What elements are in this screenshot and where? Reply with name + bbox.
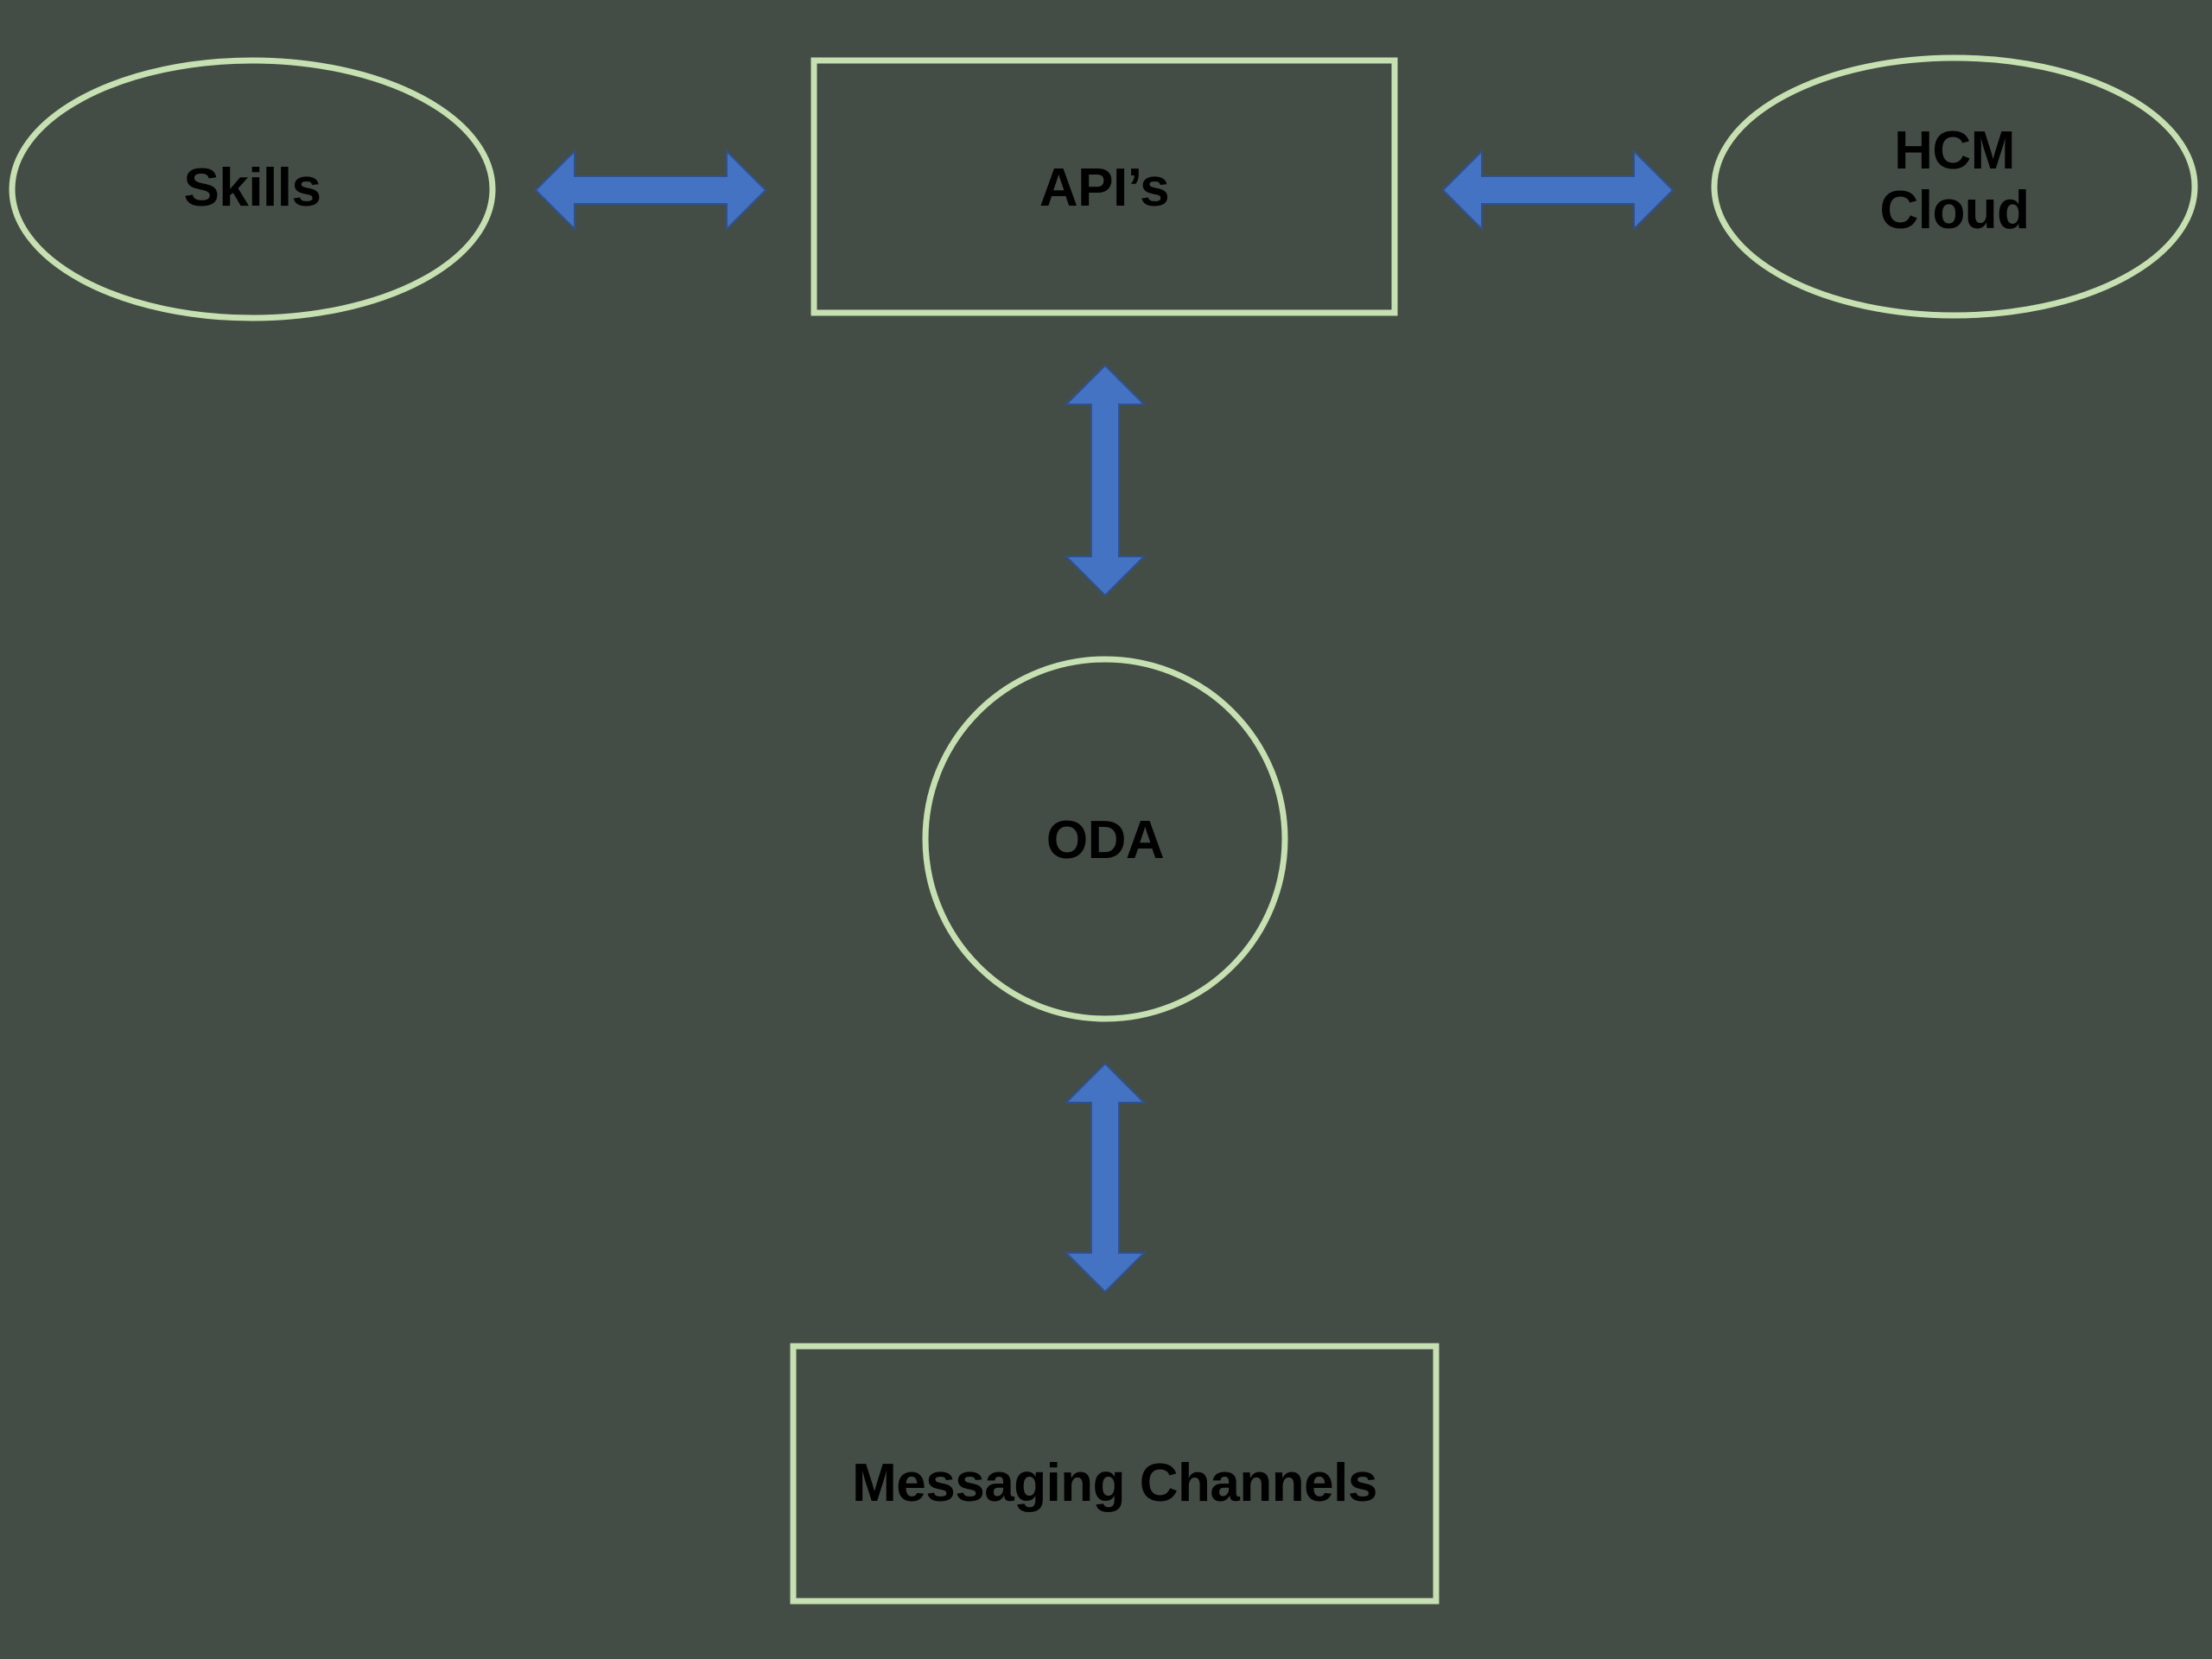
node-shape-hcm-cloud[interactable]	[1711, 54, 2198, 319]
connector-arrow-skills-apis[interactable]	[534, 149, 767, 232]
connector-arrow-apis-oda[interactable]	[1064, 364, 1147, 597]
node-shape-apis[interactable]	[810, 57, 1398, 316]
node-shape-messaging-channels[interactable]	[790, 1343, 1440, 1605]
connector-arrow-apis-hcm-cloud[interactable]	[1441, 149, 1675, 232]
node-shape-skills[interactable]	[9, 57, 496, 321]
connector-arrow-oda-messaging-channels[interactable]	[1064, 1062, 1147, 1294]
node-shape-oda[interactable]	[922, 656, 1288, 1022]
